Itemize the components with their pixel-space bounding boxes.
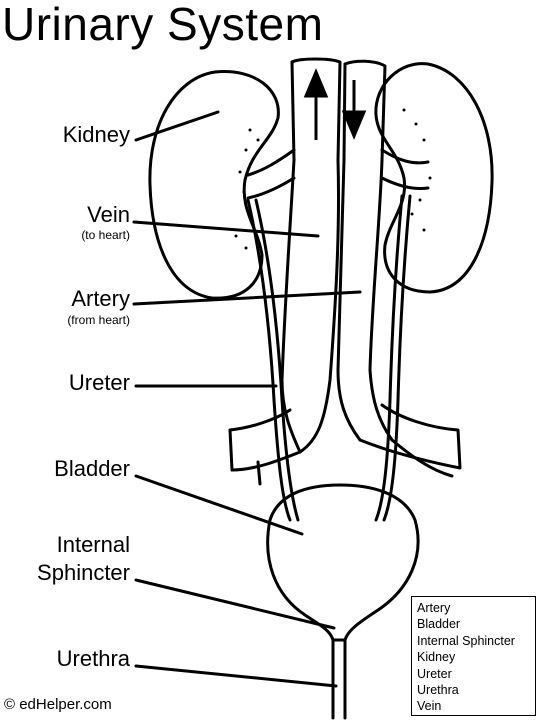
diagram-title: Urinary System xyxy=(2,0,324,50)
label-ureter: Ureter xyxy=(68,370,130,395)
label-vein: Vein xyxy=(87,202,130,227)
ureter-left xyxy=(246,198,292,522)
label-bladder: Bladder xyxy=(54,456,130,481)
label-sphincter: Sphincter xyxy=(37,560,130,585)
word-bank-item: Artery xyxy=(417,601,451,615)
bladder-shape xyxy=(266,483,420,642)
word-bank-item: Internal Sphincter xyxy=(417,633,515,648)
label-artery: Artery xyxy=(71,286,130,311)
label-internal: Internal xyxy=(56,532,130,557)
urethra-tube xyxy=(331,638,347,720)
ureter-right xyxy=(382,194,412,522)
down-arrow-icon xyxy=(341,110,367,140)
label-artery-note: (from heart) xyxy=(67,313,130,327)
up-arrow-icon xyxy=(303,68,329,98)
word-bank-item: Vein xyxy=(417,699,442,714)
label-kidney: Kidney xyxy=(62,122,130,147)
word-bank: Artery Bladder Internal Sphincter Kidney… xyxy=(411,596,536,716)
word-bank-item: Kidney xyxy=(417,650,456,665)
right-kidney xyxy=(374,62,494,294)
copyright-credit: © edHelper.com xyxy=(4,696,112,713)
word-bank-item: Ureter xyxy=(417,666,452,681)
word-bank-item: Urethra xyxy=(417,683,459,698)
vein-vessel xyxy=(290,57,342,454)
artery-vessel xyxy=(343,59,394,442)
word-bank-item: Bladder xyxy=(417,617,461,632)
label-urethra: Urethra xyxy=(56,646,130,671)
label-vein-note: (to heart) xyxy=(81,228,130,242)
